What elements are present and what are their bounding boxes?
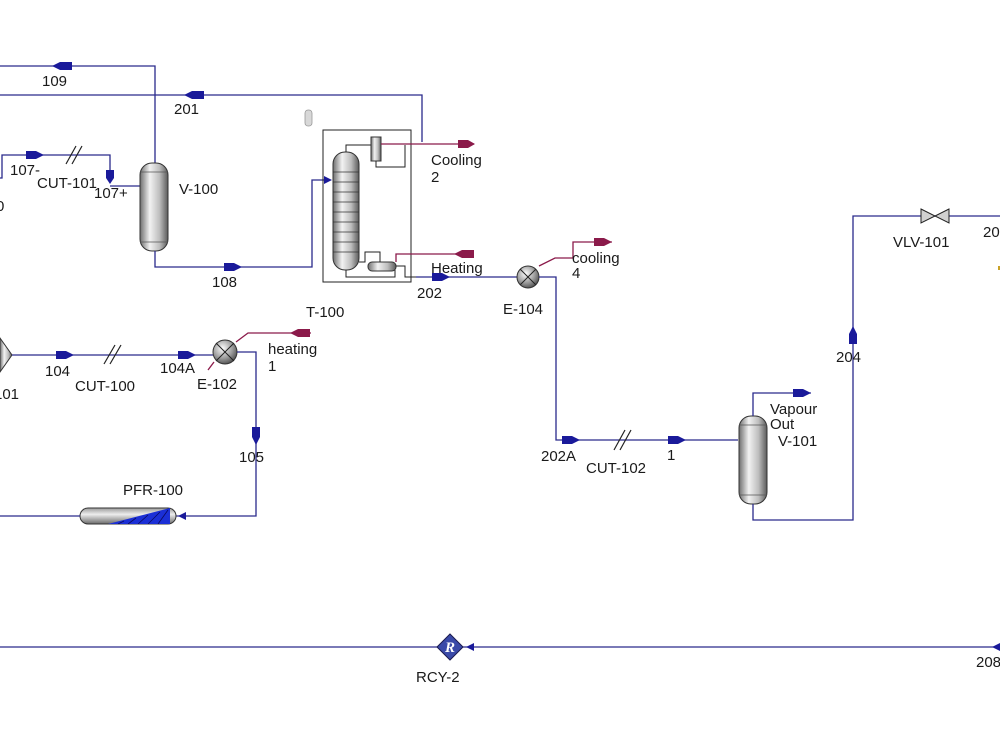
cut-101-symbol[interactable] (65, 145, 83, 165)
stream-201-line[interactable] (0, 91, 423, 142)
unit-101-symbol[interactable] (0, 337, 13, 373)
stream-1-label: 1 (667, 447, 675, 464)
e-102-heater[interactable] (212, 339, 238, 365)
cooling-4-energy-line[interactable] (538, 238, 612, 267)
cut-102-symbol[interactable] (613, 429, 632, 451)
cooling-2-number: 2 (431, 169, 439, 186)
cooling-4-number: 4 (572, 265, 580, 282)
pfr-100-label: PFR-100 (123, 482, 183, 499)
stream-20-label: 20 (983, 224, 1000, 241)
stream-105-line[interactable] (176, 351, 260, 520)
heating-energy-line[interactable] (395, 250, 474, 262)
cooling-2-label: Cooling (431, 152, 482, 169)
cut-102-label: CUT-102 (586, 460, 646, 477)
stream-104a-label: 104A (160, 360, 195, 377)
v-101-vessel[interactable] (738, 415, 768, 505)
stream-107-out-label: 107- (10, 162, 40, 179)
stream-105-label: 105 (239, 449, 264, 466)
stream-204-line[interactable] (752, 215, 1000, 521)
t-100-column[interactable] (322, 129, 416, 283)
vapour-out-line[interactable] (752, 389, 811, 416)
t-100-spec-marker (304, 109, 313, 127)
stream-109-line[interactable] (0, 62, 156, 165)
pfr-100-reactor[interactable] (79, 507, 177, 525)
stream-208-label: 208 (976, 654, 1000, 671)
heating-label: Heating (431, 260, 483, 277)
heating-1-number: 1 (268, 358, 276, 375)
cooling-2-energy-line[interactable] (381, 140, 475, 148)
v-101-label: V-101 (778, 433, 817, 450)
rcy-2-symbol-letter: R (444, 640, 455, 656)
cut-100-symbol[interactable] (103, 344, 122, 365)
vlv-101-label: VLV-101 (893, 234, 949, 251)
stream-107-in-label: 107+ (94, 185, 128, 202)
stream-202a-line[interactable] (539, 276, 738, 444)
e-104-cooler[interactable] (516, 265, 540, 289)
stream-202a-label: 202A (541, 448, 576, 465)
cut-101-label: CUT-101 (37, 175, 97, 192)
e-102-label: E-102 (197, 376, 237, 393)
vapour-out-label: Vapour (770, 401, 817, 418)
rcy-2-recycle-block[interactable] (436, 633, 464, 661)
stream-201-label: 201 (174, 101, 199, 118)
stream-20-stub (998, 266, 1000, 270)
stream-202-line[interactable] (416, 273, 517, 281)
stream-109-label: 109 (42, 73, 67, 90)
t-100-label: T-100 (306, 304, 344, 321)
stream-107-line[interactable] (0, 151, 140, 187)
e-104-label: E-104 (503, 301, 543, 318)
recycle-line[interactable] (0, 643, 1000, 651)
cut-100-label: CUT-100 (75, 378, 135, 395)
unit-101-label: 101 (0, 386, 19, 403)
stream-108-label: 108 (212, 274, 237, 291)
vlv-101-valve[interactable] (920, 208, 950, 224)
stream-202-label: 202 (417, 285, 442, 302)
heating-1-label: heating (268, 341, 317, 358)
v-100-vessel[interactable] (139, 162, 169, 252)
cooling-4-label: cooling (572, 250, 620, 267)
heating-1-energy-line[interactable] (207, 329, 311, 371)
v-100-label: V-100 (179, 181, 218, 198)
stream-108-line[interactable] (154, 176, 332, 271)
rcy-2-label: RCY-2 (416, 669, 460, 686)
vapour-out-label-2: Out (770, 416, 795, 433)
stream-104-line[interactable] (12, 351, 213, 359)
stream-104-label: 104 (45, 363, 70, 380)
stream-204-label: 204 (836, 349, 861, 366)
stream-0-label: 0 (0, 198, 4, 215)
